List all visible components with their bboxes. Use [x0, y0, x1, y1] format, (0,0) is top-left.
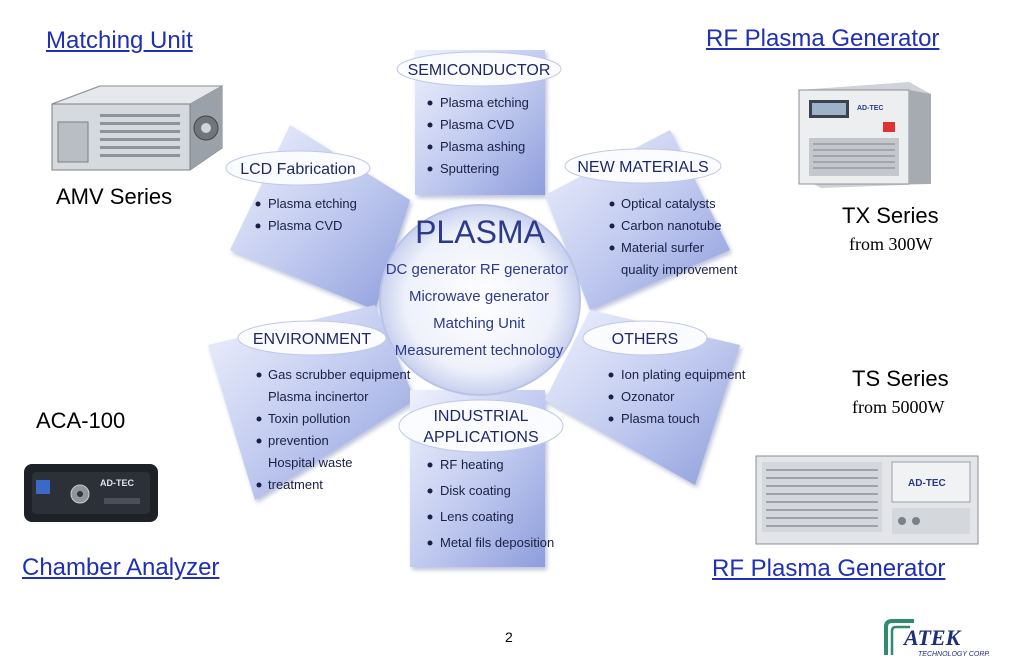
- environment-petal: [208, 305, 415, 500]
- aca-device-brand: AD-TEC: [100, 478, 134, 488]
- environment-item: prevention: [268, 433, 329, 448]
- semiconductor-item: Plasma CVD: [440, 117, 514, 132]
- new-materials-item: quality improvement: [621, 262, 738, 277]
- logo-swoosh-icon: [884, 619, 914, 655]
- others-item: Plasma touch: [621, 411, 700, 426]
- atek-logo: ATEK TECHNOLOGY CORP.: [884, 619, 990, 658]
- semiconductor-item: Plasma ashing: [440, 139, 525, 154]
- center-line-2: Microwave generator: [409, 288, 549, 305]
- lcd-title: LCD Fabrication: [240, 161, 356, 178]
- semiconductor-title: SEMICONDUCTOR: [408, 62, 551, 79]
- others-item: Ozonator: [621, 389, 675, 404]
- rf-plasma-generator-top-link[interactable]: RF Plasma Generator: [706, 25, 940, 52]
- environment-item: treatment: [268, 477, 323, 492]
- aca-100-label: ACA-100: [36, 408, 126, 433]
- environment-item: Gas scrubber equipment: [268, 367, 411, 382]
- plasma-title: PLASMA: [415, 214, 545, 250]
- semiconductor-item: Plasma etching: [440, 95, 529, 110]
- plasma-applications-diagram: PLASMA DC generator RF generator Microwa…: [208, 50, 746, 567]
- center-line-4: Measurement technology: [395, 342, 564, 359]
- environment-item: Toxin pollution: [268, 411, 350, 426]
- tx-series-label: TX Series: [842, 203, 939, 228]
- new-materials-item: Material surfer: [621, 240, 705, 255]
- semiconductor-petal: [415, 50, 545, 195]
- others-item: Ion plating equipment: [621, 367, 746, 382]
- environment-item: Hospital waste: [268, 455, 353, 470]
- environment-title: ENVIRONMENT: [253, 331, 371, 348]
- environment-item: Plasma incinertor: [268, 389, 369, 404]
- ts-device-brand: AD-TEC: [908, 478, 946, 489]
- industrial-title-line-1: INDUSTRIAL: [433, 408, 528, 425]
- industrial-item: Metal fils deposition: [440, 535, 554, 550]
- new-materials-item: Carbon nanotube: [621, 218, 721, 233]
- ts-series-image: AD-TEC: [755, 455, 979, 545]
- lcd-item: Plasma etching: [268, 196, 357, 211]
- ts-series-range: from 5000W: [852, 397, 945, 417]
- matching-unit-image: [51, 85, 224, 171]
- center-line-3: Matching Unit: [433, 315, 526, 332]
- chamber-analyzer-link[interactable]: Chamber Analyzer: [22, 554, 220, 581]
- aca-100-image: AD-TEC: [24, 464, 158, 522]
- ts-series-label: TS Series: [852, 366, 949, 391]
- industrial-title-line-2: APPLICATIONS: [423, 429, 538, 446]
- logo-sub-text: TECHNOLOGY CORP.: [918, 651, 990, 658]
- others-petal: [545, 310, 740, 485]
- tx-series-image: AD-TEC: [798, 82, 931, 188]
- amv-series-label: AMV Series: [56, 184, 173, 209]
- new-materials-item: Optical catalysts: [621, 196, 716, 211]
- center-line-1: DC generator RF generator: [386, 261, 569, 278]
- lcd-item: Plasma CVD: [268, 218, 342, 233]
- page-number: 2: [505, 629, 513, 645]
- rf-plasma-generator-bottom-link[interactable]: RF Plasma Generator: [712, 555, 946, 582]
- tx-device-brand: AD-TEC: [857, 105, 883, 112]
- logo-main-text: ATEK: [902, 625, 962, 650]
- new-materials-title: NEW MATERIALS: [577, 159, 708, 176]
- industrial-item: Disk coating: [440, 483, 511, 498]
- tx-series-range: from 300W: [849, 234, 933, 254]
- industrial-item: Lens coating: [440, 509, 514, 524]
- semiconductor-item: Sputtering: [440, 161, 499, 176]
- matching-unit-link[interactable]: Matching Unit: [46, 27, 193, 54]
- plasma-center: [379, 204, 581, 396]
- others-title: OTHERS: [612, 331, 679, 348]
- industrial-item: RF heating: [440, 457, 504, 472]
